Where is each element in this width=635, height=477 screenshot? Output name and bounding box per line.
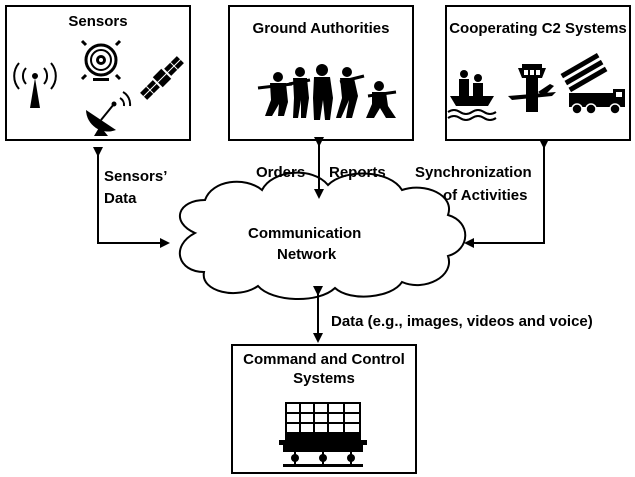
sync-label-line1: Synchronization	[415, 164, 532, 181]
missile-launcher-truck-icon	[560, 52, 625, 115]
sensors-data-label-line2: Data	[104, 190, 137, 207]
cooperating-network-connector	[464, 139, 549, 248]
antenna-tower-icon	[13, 62, 57, 108]
rescue-boat-icon	[447, 70, 497, 121]
cooperating-c2-title: Cooperating C2 Systems	[449, 20, 627, 37]
soldiers-silhouette-icon	[257, 64, 397, 120]
ground-authorities-box: Ground Authorities	[228, 5, 414, 141]
command-control-title-line1: Command and Control	[243, 351, 405, 368]
radar-scanner-icon	[80, 39, 122, 81]
orders-label: Orders	[256, 164, 306, 181]
control-room-icon	[279, 402, 367, 467]
satellite-icon	[140, 56, 184, 100]
satellite-dish-icon	[86, 91, 132, 136]
reports-label: Reports	[329, 164, 386, 181]
control-tower-icon	[508, 64, 556, 112]
command-control-title-line2: Systems	[293, 370, 355, 387]
sensors-data-label-line1: Sensors’	[104, 168, 168, 185]
sync-label-line2: of Activities	[443, 187, 528, 204]
network-label-line1: Communication	[248, 225, 362, 242]
ground-authorities-title: Ground Authorities	[252, 20, 390, 37]
network-label-line2: Network	[277, 246, 337, 263]
sensors-network-connector	[93, 147, 170, 248]
sensors-title: Sensors	[68, 13, 128, 30]
data-label: Data (e.g., images, videos and voice)	[331, 313, 593, 330]
